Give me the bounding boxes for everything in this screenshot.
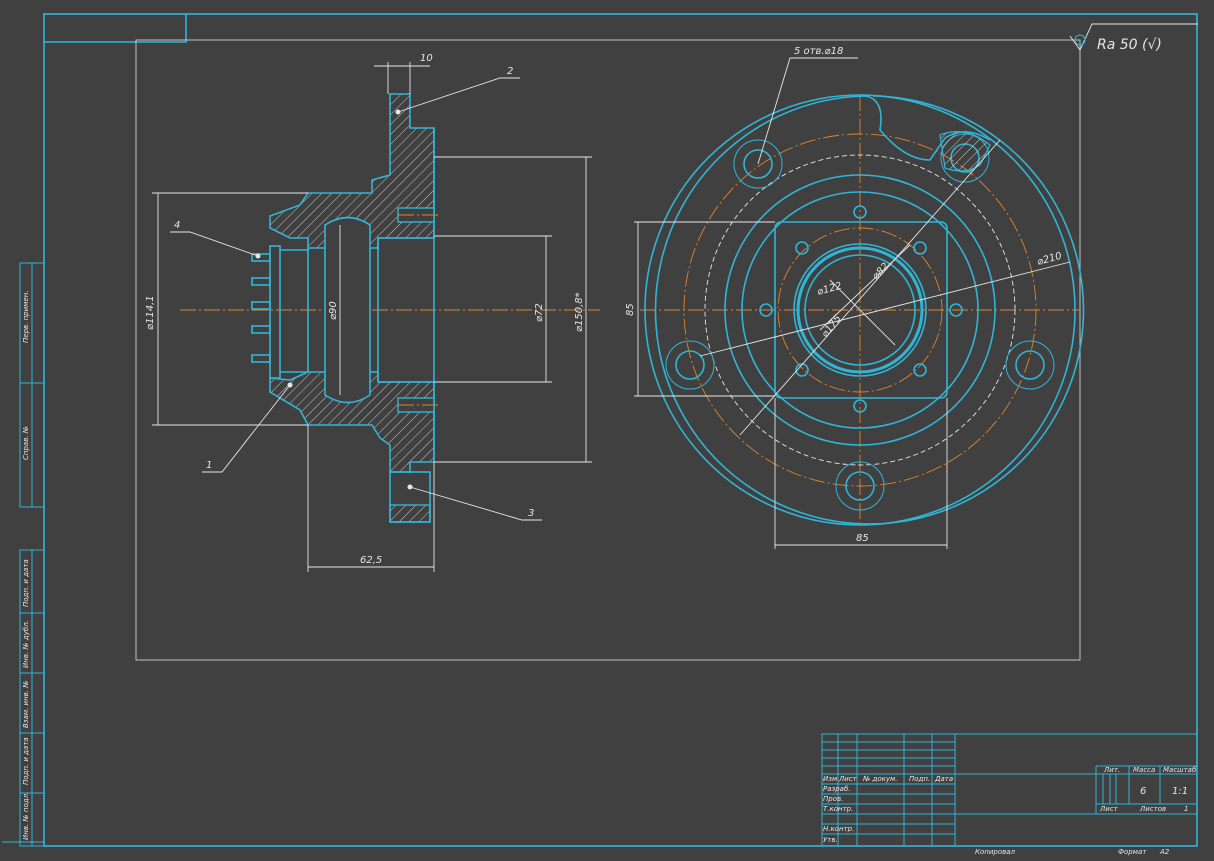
dim-bore-diameter: ⌀72 [534,303,545,322]
scale-value: 1:1 [1172,786,1188,797]
callout-4: 4 [174,220,180,231]
row-prov: Пров. [823,795,843,803]
left-stamp-column: Перв. примен. Справ. № Подп. и дата Инв.… [19,262,45,847]
title-block: Изм Лист № докум. Подп. Дата Разраб. Про… [821,733,1198,856]
tone-ring-teeth [251,253,271,363]
copied-label: Копировал [975,848,1016,856]
row-utv: Утв. [823,836,838,844]
callout-2: 2 [507,66,513,77]
dim-length: 62,5 [360,555,382,566]
roughness-symbol: Ra 50 (√) [1069,23,1198,53]
roughness-label: Ra 50 (√) [1097,37,1162,53]
row-razrab: Разраб. [823,785,851,793]
row-nkontr: Н.контр. [823,825,854,833]
hub-section-lower [269,371,435,473]
front-view: ⌀210 ⌀82 ⌀122 ⌀175 5 отв.⌀18 85 85 [625,46,1085,549]
small-holes [759,205,963,413]
stamp-vzam-inv: Взам. инв. № [22,680,30,728]
format-value: A2 [1159,848,1170,856]
bolt-holes [665,133,1055,511]
hdr-dokum: № докум. [862,775,898,783]
dim-width: 85 [856,533,869,544]
callout-3: 3 [528,508,534,519]
stamp-podp-data-1: Подп. и дата [22,559,30,607]
masshtab-label: Масштаб [1163,766,1197,774]
stamp-inv-podl: Инв. № подл. [22,792,30,840]
mass-value: 6 [1140,786,1146,797]
hub-section-upper [269,93,435,249]
dim-top-width: 10 [420,53,433,64]
hdr-izm: Изм [823,775,838,783]
side-section-view: 10 ⌀114,1 ⌀90 ⌀72 ⌀150,8* 62,5 2 [145,53,600,572]
callout-leaders: 2 4 1 3 [170,66,542,521]
listov-value: 1 [1184,805,1188,813]
dim-left-diameter: ⌀114,1 [145,295,156,330]
list-label: Лист [1099,805,1119,813]
hdr-data: Дата [934,775,953,783]
callout-1: 1 [206,460,212,471]
massa-label: Масса [1133,766,1155,774]
holes-note: 5 отв.⌀18 [794,46,843,57]
dim-outer-diameter: ⌀150,8* [574,292,585,332]
dim-height: 85 [625,303,636,316]
row-tkontr: Т.контр. [823,805,853,813]
lit-label: Лит. [1103,766,1120,774]
flange-outline [654,95,1085,525]
hdr-list: Лист [838,775,858,783]
dim-210: ⌀210 [1036,251,1063,268]
stamp-perv-primen: Перв. примен. [22,290,30,343]
listov-label: Листов [1139,805,1166,813]
format-label: Формат [1118,848,1147,856]
stamp-sprav-no: Справ. № [22,426,30,460]
stamp-inv-dubl: Инв. № дубл. [22,620,30,668]
sheet-frame [2,13,1198,847]
dim-inner-diameter: ⌀90 [328,301,339,320]
stamp-podp-data-2: Подп. и дата [22,737,30,785]
hdr-podp: Подп. [909,775,930,783]
dim-122: ⌀122 [816,281,843,298]
